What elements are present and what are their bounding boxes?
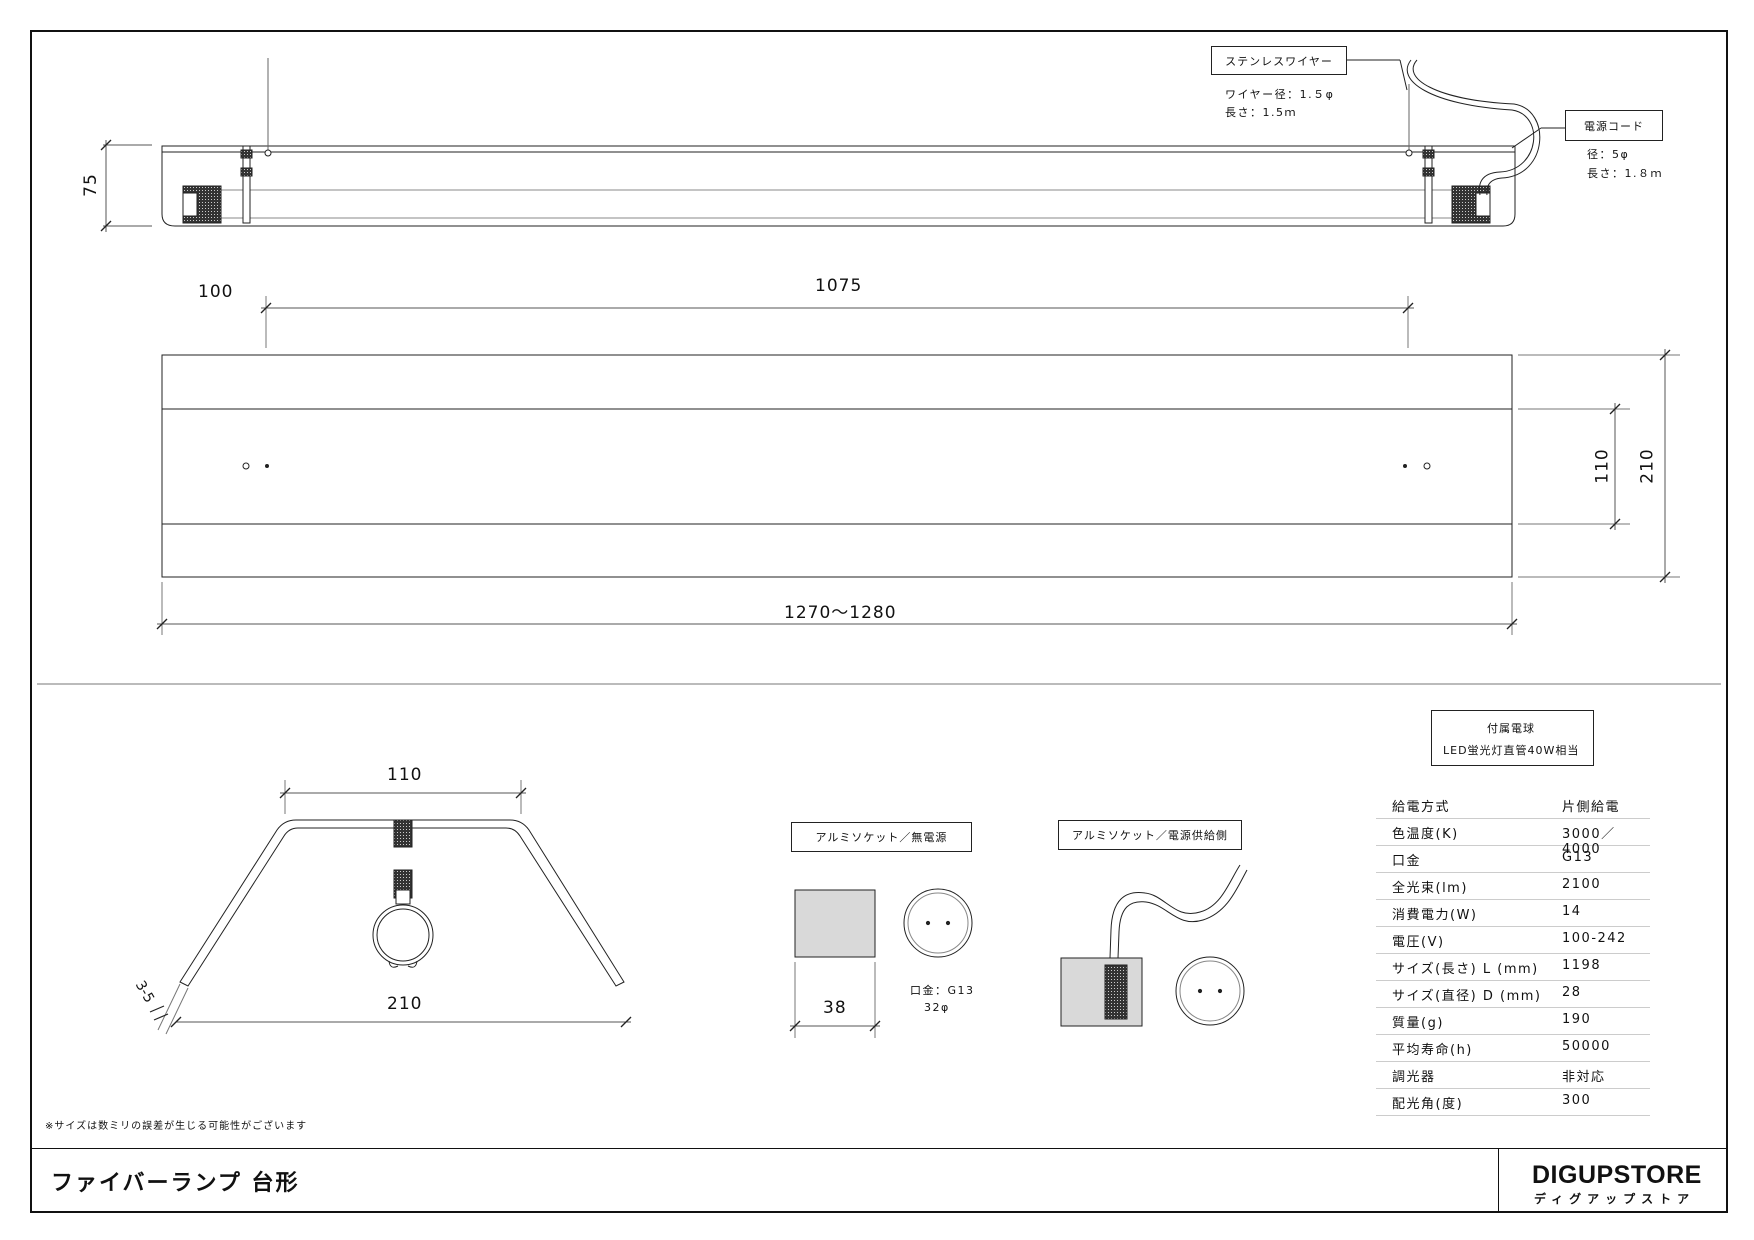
length-dimension: 1270〜1280: [784, 603, 897, 623]
section-view: [149, 780, 632, 1035]
height-dimension: 75: [80, 173, 101, 197]
socket-b-label: アルミソケット／電源供給側: [1072, 829, 1228, 842]
spec-row: 配光角(度) 300: [1376, 1088, 1650, 1116]
bulb-info-box: 付属電球 LED蛍光灯直管40W相当: [1431, 710, 1594, 766]
spec-row: サイズ(長さ) L (mm) 1198: [1376, 953, 1650, 981]
spec-value: G13: [1562, 850, 1594, 865]
spec-value: 28: [1562, 985, 1582, 1000]
spec-value: 非対応: [1562, 1070, 1606, 1085]
socket-b-drawing: [1060, 864, 1248, 1027]
hole-span-dimension: 1075: [815, 276, 863, 296]
spec-key: 消費電力(W): [1392, 908, 1478, 923]
brand-kana: ディグアップストア: [1534, 1192, 1696, 1206]
cord-length-note: 長さ：1.８ｍ: [1587, 167, 1663, 180]
cord-label: 電源コード: [1584, 119, 1644, 133]
wire-diameter-note: ワイヤー径：1.５φ: [1225, 88, 1335, 101]
spec-value: 3000／4000: [1562, 827, 1616, 857]
spec-row: サイズ(直径) D (mm) 28: [1376, 980, 1650, 1008]
spec-value: 片側給電: [1562, 800, 1621, 815]
spec-key: 平均寿命(h): [1392, 1043, 1473, 1058]
spec-row: 色温度(K) 3000／4000: [1376, 818, 1650, 857]
spec-value: 300: [1562, 1093, 1592, 1108]
socket-a-label: アルミソケット／無電源: [815, 831, 948, 844]
socket-a-base-note: 口金：G13: [910, 984, 975, 997]
offset-dimension: 100: [198, 282, 234, 302]
wire-label: ステンレスワイヤー: [1225, 54, 1333, 68]
spec-row: 質量(g) 190: [1376, 1007, 1650, 1035]
cord-label-box: 電源コード: [1565, 110, 1663, 141]
socket-a-diameter-note: 32φ: [924, 1001, 950, 1014]
brand-logo: DIGUPSTORE: [1532, 1161, 1702, 1189]
cord-diameter-note: 径：5φ: [1587, 148, 1630, 161]
socket-a-drawing: [789, 888, 973, 1038]
brand-block: DIGUPSTORE ディグアップストア: [1498, 1149, 1727, 1213]
spec-value: 100-242: [1562, 931, 1627, 946]
title-bar: ファイバーランプ 台形 DIGUPSTORE ディグアップストア: [31, 1148, 1727, 1213]
spec-value: 190: [1562, 1012, 1592, 1027]
spec-key: サイズ(長さ) L (mm): [1392, 962, 1539, 977]
spec-value: 50000: [1562, 1039, 1611, 1054]
side-view: [100, 58, 1565, 232]
section-bottom-dimension: 210: [387, 994, 423, 1014]
section-top-dimension: 110: [387, 765, 423, 785]
spec-key: 口金: [1392, 854, 1422, 869]
spec-key: 給電方式: [1392, 800, 1451, 815]
spec-value: 1198: [1562, 958, 1602, 973]
wire-length-note: 長さ：1.5ｍ: [1225, 106, 1297, 119]
spec-value: 2100: [1562, 877, 1602, 892]
spec-row: 電圧(V) 100-242: [1376, 926, 1650, 954]
socket-a-width-dimension: 38: [823, 998, 847, 1018]
spec-row: 平均寿命(h) 50000: [1376, 1034, 1650, 1062]
spec-key: 色温度(K): [1392, 827, 1459, 842]
spec-key: サイズ(直径) D (mm): [1392, 989, 1542, 1004]
spec-row: 消費電力(W) 14: [1376, 899, 1650, 927]
spec-value: 14: [1562, 904, 1582, 919]
plan-view: [156, 296, 1680, 635]
bulb-title: 付属電球: [1487, 722, 1535, 735]
wire-label-box: ステンレスワイヤー: [1211, 46, 1347, 75]
spec-row: 調光器 非対応: [1376, 1061, 1650, 1089]
spec-row: 全光束(lm) 2100: [1376, 872, 1650, 900]
spec-key: 質量(g): [1392, 1016, 1444, 1031]
socket-a-label-box: アルミソケット／無電源: [791, 822, 972, 852]
sheet-border: [30, 30, 1728, 1213]
inner-width-dimension: 110: [1592, 448, 1613, 484]
page-title: ファイバーランプ 台形: [51, 1171, 300, 1196]
spec-row: 口金 G13: [1376, 845, 1650, 873]
spec-key: 全光束(lm): [1392, 881, 1468, 896]
spec-key: 電圧(V): [1392, 935, 1445, 950]
width-dimension: 210: [1637, 448, 1658, 484]
spec-key: 配光角(度): [1392, 1097, 1464, 1112]
spec-row: 給電方式 片側給電: [1376, 791, 1650, 819]
socket-b-label-box: アルミソケット／電源供給側: [1058, 820, 1242, 850]
spec-key: 調光器: [1392, 1070, 1436, 1085]
bulb-subtitle: LED蛍光灯直管40W相当: [1443, 744, 1580, 757]
tolerance-footnote: ※サイズは数ミリの誤差が生じる可能性がございます: [45, 1121, 308, 1132]
